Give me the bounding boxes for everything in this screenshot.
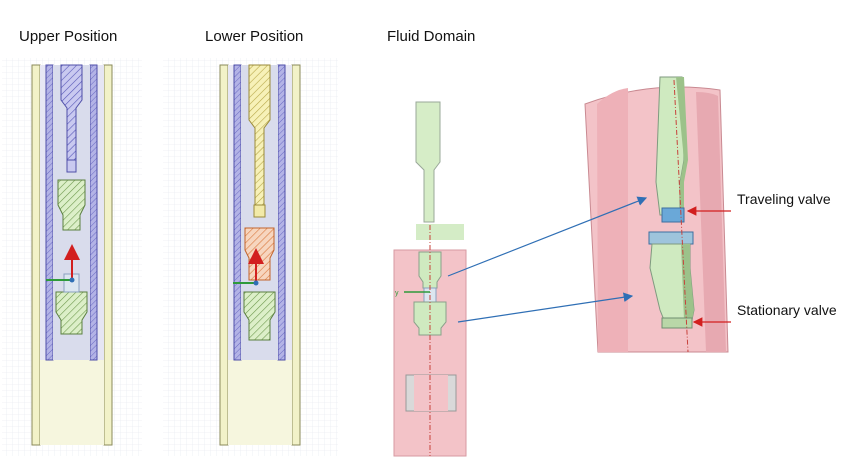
lower-position-title: Lower Position xyxy=(205,28,304,45)
fluid-domain-panel: y xyxy=(393,76,731,457)
detail-plunger-shade xyxy=(676,77,688,215)
upper-plunger-lower xyxy=(57,179,86,231)
upper-position-title: Upper Position xyxy=(19,28,118,45)
detail-valve-seat xyxy=(648,231,694,245)
lower-barrel-right xyxy=(277,64,286,361)
fluid-domain-title: Fluid Domain xyxy=(387,28,476,45)
stationary-connector-arrow xyxy=(457,292,634,323)
lower-tubing-bore xyxy=(228,360,292,445)
upper-traveling-valve xyxy=(66,159,77,173)
upper-standing-valve xyxy=(55,291,88,335)
detail-tubing-inner-left xyxy=(597,88,628,352)
fluid-upper-region xyxy=(416,224,464,240)
detail-valve-base xyxy=(661,317,693,329)
lower-tubing-left xyxy=(219,64,229,446)
lower-plunger-lower xyxy=(244,227,275,281)
lower-origin-dot xyxy=(253,280,259,286)
stationary-valve-label: Stationary valve xyxy=(737,302,837,318)
lower-traveling-valve xyxy=(253,204,266,218)
upper-tubing-bore xyxy=(40,360,104,445)
lower-position-panel xyxy=(163,58,338,456)
lower-tubing-right xyxy=(291,64,301,446)
lower-standing-valve xyxy=(243,291,276,341)
lower-barrel-left xyxy=(233,64,242,361)
fluid-y-axis-label: y xyxy=(395,290,399,297)
upper-origin-dot xyxy=(69,277,75,283)
upper-barrel-right xyxy=(89,64,98,361)
detail-traveling-valve xyxy=(661,207,685,223)
upper-barrel-left xyxy=(45,64,54,361)
upper-tubing-left xyxy=(31,64,41,446)
detail-tubing-inner-right xyxy=(696,92,726,352)
fluid-plunger-column xyxy=(415,101,441,223)
traveling-valve-label: Traveling valve xyxy=(737,191,831,207)
upper-tubing-right xyxy=(103,64,113,446)
detail-standing-valve-shade xyxy=(681,244,694,320)
upper-position-panel xyxy=(2,58,142,456)
traveling-connector-arrow xyxy=(447,196,648,277)
fluid-bottom-channel xyxy=(414,375,448,411)
